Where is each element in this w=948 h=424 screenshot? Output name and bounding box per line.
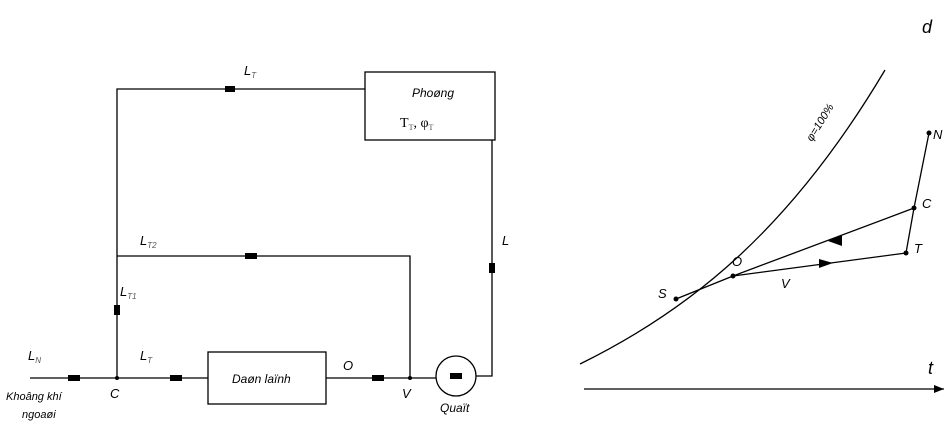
- flow-marker: [225, 86, 235, 92]
- point-O: [730, 273, 736, 279]
- flow-marker: [170, 375, 182, 381]
- label-N: N: [933, 127, 943, 142]
- room-title: Phoøng: [412, 86, 454, 100]
- label-C: C: [922, 196, 932, 211]
- outdoor-air-label: Khoâng khí: [6, 391, 63, 403]
- schematic: [30, 71, 496, 405]
- schematic-labels: Phoøng TT, φT Daøn laïnh Quaït Khoâng kh…: [6, 63, 509, 421]
- point-O-label: O: [343, 358, 353, 373]
- outdoor-air-label-2: ngoaøi: [22, 409, 56, 421]
- flow-marker: [114, 305, 120, 315]
- psychro-chart: [579, 69, 944, 393]
- process-line-SO: [675, 275, 734, 300]
- process-line-CN: [913, 132, 930, 209]
- label-T: T: [914, 241, 923, 256]
- process-line-OC: [732, 207, 915, 277]
- process-line-TC: [905, 207, 915, 254]
- junction-dot: [408, 376, 412, 380]
- label-O: O: [732, 254, 742, 269]
- room-box: [364, 71, 496, 141]
- point-S: [673, 296, 679, 302]
- arrow-OT: [819, 259, 833, 268]
- point-V-label: V: [402, 386, 412, 401]
- flow-marker: [372, 375, 384, 381]
- flow-marker: [450, 373, 462, 379]
- t-axis-arrowhead: [934, 385, 944, 393]
- arrow-OC: [828, 235, 842, 246]
- phi-label: φ=100%: [804, 102, 836, 144]
- label-V: V: [781, 276, 791, 291]
- label-LT-bottom: LT: [140, 348, 153, 365]
- axis-t-label: t: [928, 358, 934, 378]
- axis-d-label: d: [922, 17, 933, 37]
- flow-marker: [489, 263, 495, 273]
- return-duct: [116, 88, 365, 378]
- flow-markers: [68, 86, 495, 381]
- label-LT-top: LT: [244, 63, 257, 80]
- evaporator-label: Daøn laïnh: [232, 372, 291, 386]
- psychro-markers: [673, 130, 932, 302]
- label-LT2: LT2: [140, 233, 157, 250]
- label-LN: LN: [28, 348, 41, 365]
- point-C-label: C: [110, 386, 120, 401]
- point-T: [903, 250, 909, 256]
- saturation-curve: [579, 69, 886, 365]
- flow-marker: [245, 253, 257, 259]
- bypass-duct: [117, 255, 411, 378]
- flow-marker: [68, 375, 80, 381]
- room-params: TT, φT: [400, 116, 434, 132]
- psychro-labels: d t φ=100% S O V T C N: [658, 17, 943, 378]
- point-C: [911, 205, 917, 211]
- label-S: S: [658, 286, 667, 301]
- supply-duct: [476, 140, 493, 377]
- label-LT1: LT1: [120, 284, 137, 301]
- fan-label: Quaït: [440, 401, 470, 415]
- point-N: [926, 130, 932, 136]
- junction-dot: [115, 376, 119, 380]
- label-L-supply: L: [502, 233, 509, 248]
